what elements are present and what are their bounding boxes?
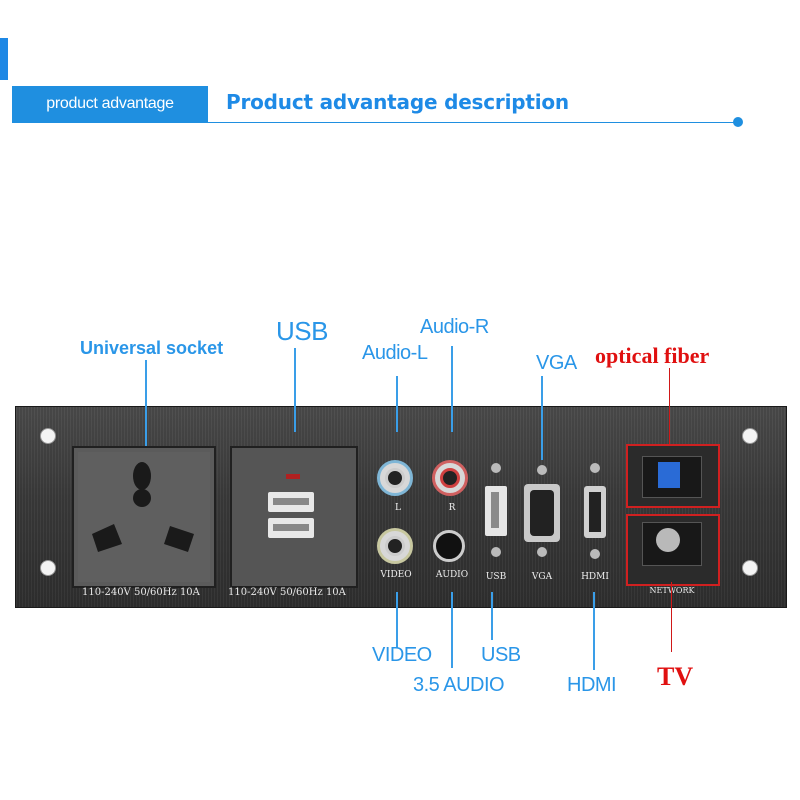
tv-pointer xyxy=(671,582,672,652)
header-label-box: product advantage description xyxy=(12,86,208,148)
screw-bottom-left xyxy=(40,560,56,576)
video-pointer xyxy=(396,592,398,648)
screw-top-left xyxy=(40,428,56,444)
vga-pointer xyxy=(541,376,543,460)
coax-port-icon xyxy=(656,528,680,552)
audio-r-callout: Audio-R xyxy=(420,316,489,338)
usb-top-pointer xyxy=(294,348,296,432)
tv-module xyxy=(626,514,720,586)
usb-top-callout: USB xyxy=(276,316,328,346)
audio-35-jack-label: AUDIO xyxy=(435,570,469,580)
tv-callout: TV xyxy=(657,662,694,691)
audio-l-callout: Audio-L xyxy=(362,342,428,364)
audio-r-jack-label: R xyxy=(448,503,456,513)
universal-socket-pointer xyxy=(145,360,147,446)
video-jack-label: VIDEO xyxy=(380,570,412,580)
universal-socket-module xyxy=(72,446,216,588)
hdmi-port-label: HDMI xyxy=(581,572,609,582)
universal-socket-icon xyxy=(78,452,210,582)
header-divider xyxy=(12,122,737,123)
usb-bottom-callout: USB xyxy=(481,644,521,666)
video-jack xyxy=(377,528,413,564)
audio-l-jack xyxy=(377,460,413,496)
usb-charger-module xyxy=(230,446,358,588)
fiber-port-icon xyxy=(658,462,680,488)
hdmi-pointer xyxy=(593,592,595,670)
header-title: Product advantage description xyxy=(226,90,569,114)
usb-port-label: USB xyxy=(485,572,507,582)
screw-top-right xyxy=(742,428,758,444)
optical-fiber-pointer xyxy=(669,368,670,444)
header-accent-bar xyxy=(0,38,8,80)
vga-port-label: VGA xyxy=(531,572,553,582)
socket-spec-label: 110-240V 50/60Hz 10A xyxy=(82,587,200,598)
header-divider-dot xyxy=(733,117,743,127)
usb-bottom-pointer xyxy=(491,592,493,640)
universal-socket-callout: Universal socket xyxy=(80,338,224,358)
network-label: NETWORK xyxy=(649,586,695,595)
usb-charger-icon xyxy=(268,474,314,538)
usb-spec-label: 110-240V 50/60Hz 10A xyxy=(228,587,346,598)
audio-l-jack-label: L xyxy=(395,503,401,513)
audio-r-jack xyxy=(432,460,468,496)
optical-fiber-module xyxy=(626,444,720,508)
video-callout: VIDEO xyxy=(372,644,432,666)
screw-bottom-right xyxy=(742,560,758,576)
audio-35-pointer xyxy=(451,592,453,668)
usb-port-icon xyxy=(485,463,507,557)
audio-35-jack xyxy=(433,530,465,562)
audio-35-callout: 3.5 AUDIO xyxy=(413,674,505,696)
vga-callout: VGA xyxy=(536,352,577,374)
hdmi-port-icon xyxy=(584,463,606,559)
vga-port-icon xyxy=(524,465,560,557)
hdmi-callout: HDMI xyxy=(567,674,617,696)
audio-r-pointer xyxy=(451,346,453,432)
audio-l-pointer xyxy=(396,376,398,432)
optical-fiber-callout: optical fiber xyxy=(595,343,710,368)
